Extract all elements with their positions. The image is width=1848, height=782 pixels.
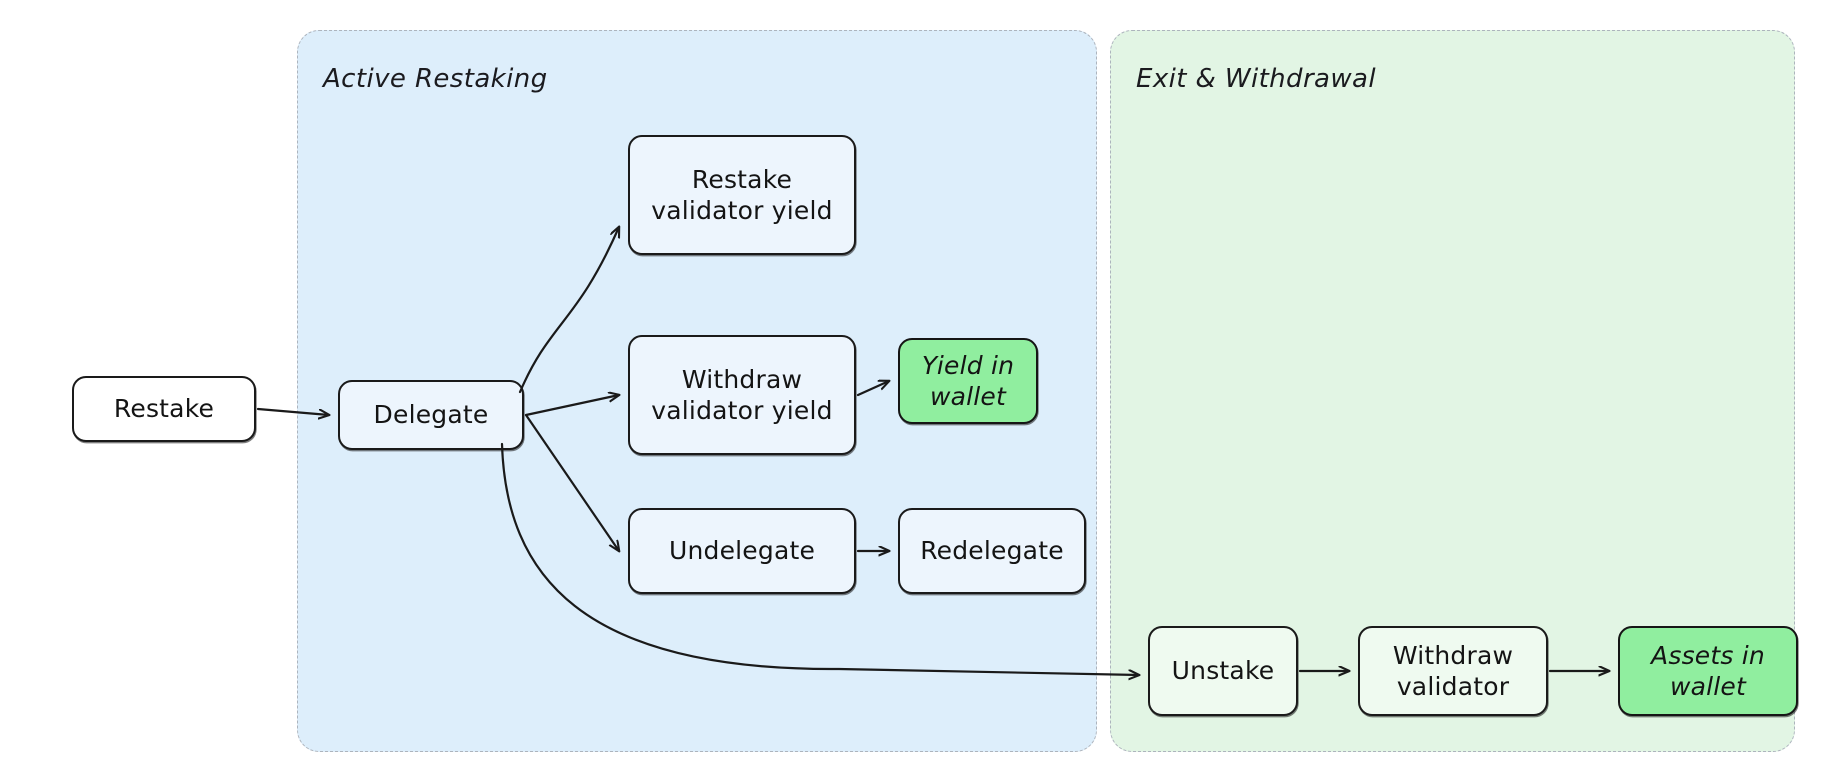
node-label-undelegate: Undelegate bbox=[668, 536, 816, 566]
node-label-yield-in-wallet: Yield in wallet bbox=[921, 350, 1015, 411]
group-label-active-restaking: Active Restaking bbox=[323, 64, 548, 94]
node-delegate[interactable]: Delegate bbox=[338, 380, 524, 450]
node-unstake[interactable]: Unstake bbox=[1148, 626, 1298, 716]
node-restake[interactable]: Restake bbox=[72, 376, 256, 442]
node-label-restake: Restake bbox=[113, 394, 215, 424]
node-label-delegate: Delegate bbox=[373, 400, 489, 430]
node-restake-validator-yield[interactable]: Restake validator yield bbox=[628, 135, 856, 255]
node-label-unstake: Unstake bbox=[1171, 656, 1275, 686]
node-assets-in-wallet[interactable]: Assets in wallet bbox=[1618, 626, 1798, 716]
node-label-restake-validator-yield: Restake validator yield bbox=[651, 164, 833, 225]
node-undelegate[interactable]: Undelegate bbox=[628, 508, 856, 594]
node-label-withdraw-validator: Withdraw validator bbox=[1392, 640, 1514, 701]
node-withdraw-validator[interactable]: Withdraw validator bbox=[1358, 626, 1548, 716]
node-label-redelegate: Redelegate bbox=[920, 536, 1064, 566]
node-yield-in-wallet[interactable]: Yield in wallet bbox=[898, 338, 1038, 424]
group-label-exit-withdrawal: Exit & Withdrawal bbox=[1136, 64, 1376, 94]
node-label-withdraw-validator-yield: Withdraw validator yield bbox=[651, 364, 833, 425]
node-label-assets-in-wallet: Assets in wallet bbox=[1651, 640, 1765, 701]
node-withdraw-validator-yield[interactable]: Withdraw validator yield bbox=[628, 335, 856, 455]
node-redelegate[interactable]: Redelegate bbox=[898, 508, 1086, 594]
